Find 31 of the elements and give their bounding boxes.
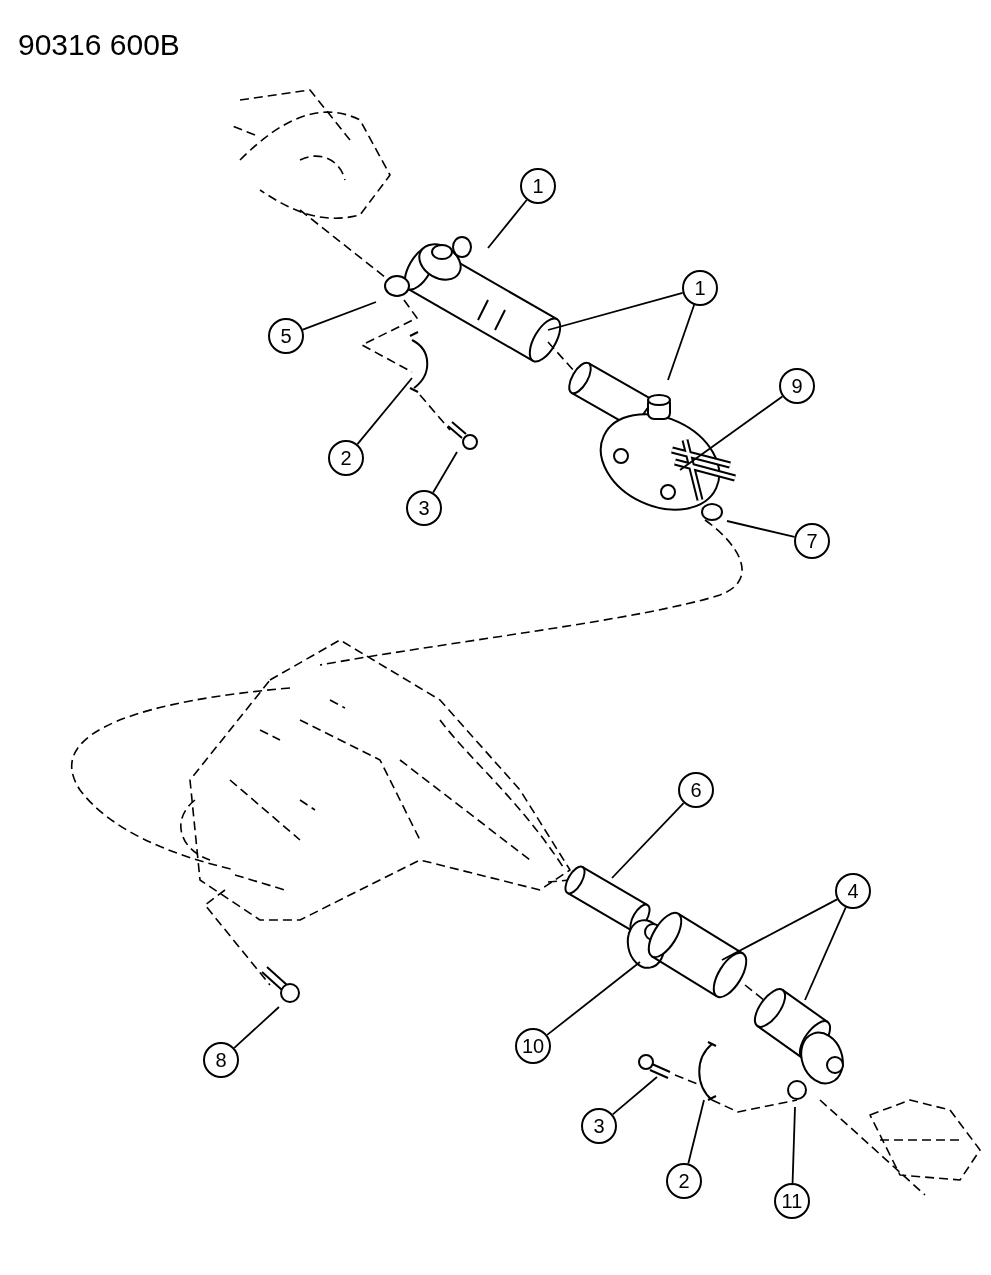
leader-line (547, 291, 684, 331)
leader-line (667, 304, 695, 381)
callout-number: 4 (835, 873, 871, 909)
leader-line (791, 1106, 796, 1184)
leader-line (721, 898, 838, 961)
leader-line (432, 451, 458, 494)
leader-line (611, 1076, 658, 1116)
leader-line (546, 961, 641, 1036)
leader-line (804, 906, 847, 1001)
leader-line (611, 802, 685, 879)
leader-line (487, 199, 528, 249)
drawing-number: 90316 600B (18, 28, 180, 62)
leader-line (356, 377, 413, 445)
callout-number: 2 (666, 1163, 702, 1199)
callout-number: 10 (515, 1028, 551, 1064)
leader-line (726, 520, 796, 538)
callout-number: 8 (203, 1042, 239, 1078)
callout-number: 6 (678, 772, 714, 808)
callout-number: 1 (682, 270, 718, 306)
leader-line (679, 395, 784, 471)
callout-number: 7 (794, 523, 830, 559)
callout-number: 3 (581, 1108, 617, 1144)
callout-number: 11 (774, 1183, 810, 1219)
callout-number: 3 (406, 490, 442, 526)
callout-number: 9 (779, 368, 815, 404)
leader-line (301, 301, 377, 331)
callout-number: 1 (520, 168, 556, 204)
leader-line (233, 1006, 280, 1049)
callout-number: 2 (328, 440, 364, 476)
leader-line (687, 1099, 705, 1165)
callout-number: 5 (268, 318, 304, 354)
